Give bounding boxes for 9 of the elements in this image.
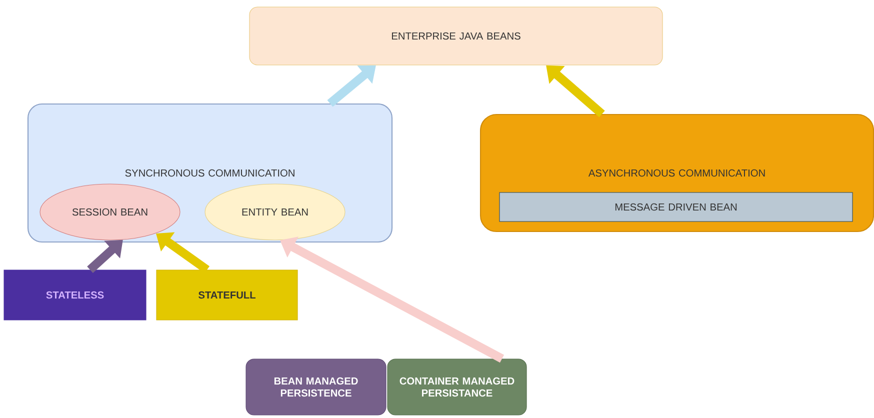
block-arrow	[87, 240, 123, 273]
title-box: ENTERPRISE JAVA BEANS	[249, 6, 663, 66]
persistence-box: CONTAINER MANAGED PERSISTANCE	[387, 358, 527, 416]
block-arrow	[327, 65, 376, 107]
block-arrow	[546, 65, 605, 118]
state-box: STATEFULL	[156, 270, 298, 320]
state-box: STATELESS	[4, 270, 146, 320]
persistence-box: BEAN MANAGED PERSISTENCE	[246, 358, 386, 416]
bean-box: MESSAGE DRIVEN BEAN	[499, 192, 853, 222]
